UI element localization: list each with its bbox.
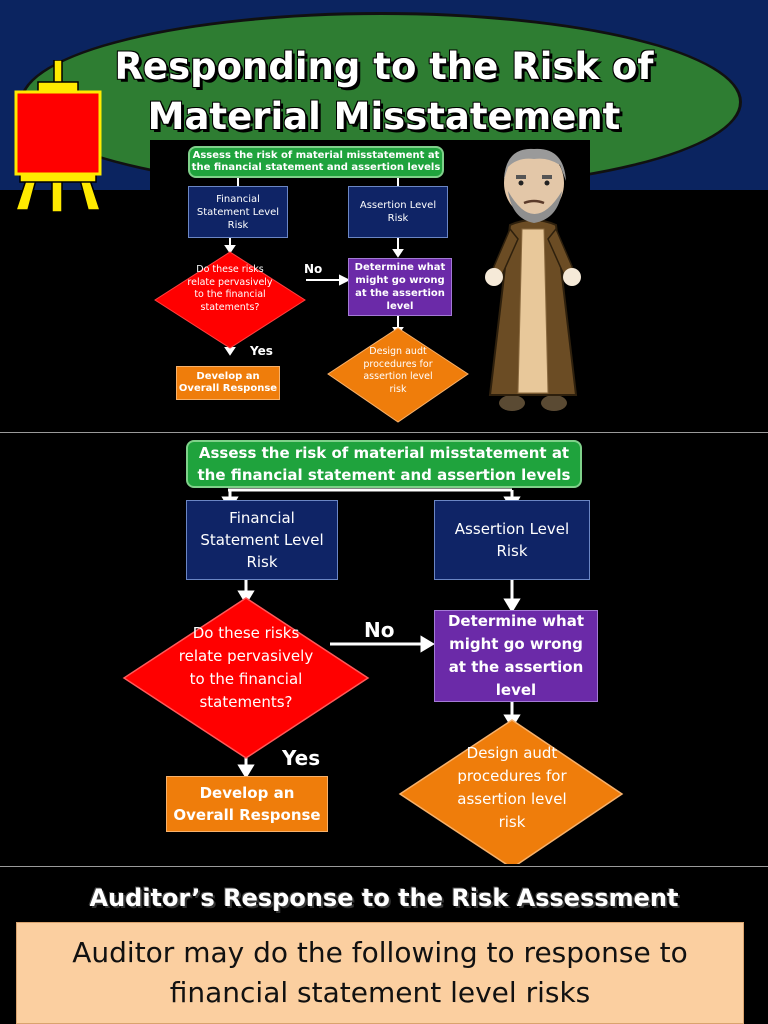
no-label: No [364,618,395,642]
assertion-level-risk-box: Assertion Level Risk [434,500,590,580]
highlight-text: Auditor may do the following to response… [72,936,688,1009]
section-divider [0,432,768,433]
financial-statement-risk-box: Financial Statement Level Risk [186,500,338,580]
easel-icon [14,60,102,212]
section-title: Auditor’s Response to the Risk Assessmen… [89,884,679,912]
determine-what-box: Determine what might go wrong at the ass… [434,610,598,702]
thumbnail-design-text: Design audt procedures for assertion lev… [363,346,433,395]
thumbnail-no-label: No [304,262,323,276]
thumbnail-decision-text: Do these risks relate pervasively to the… [187,264,273,313]
decision-diamond-text: Do these risks relate pervasively to the… [178,624,314,711]
thumbnail-overall-response-box: Develop an Overall Response [176,366,280,400]
thumbnail-yes-label: Yes [250,344,273,358]
thumbnail-assess-box: Assess the risk of material misstatement… [188,146,444,178]
yes-label: Yes [282,746,321,770]
overall-response-box: Develop an Overall Response [166,776,328,832]
bottom-divider [0,866,768,867]
title-slide: Responding to the Risk of Material Misst… [0,0,768,432]
thumbnail-assertion-box: Assertion Level Risk [348,186,448,238]
flowchart-arrows [122,488,624,864]
thumbnail-determine-box: Determine what might go wrong at the ass… [348,258,452,316]
design-procedures-text: Design audt procedures for assertion lev… [457,744,567,831]
highlight-box: Auditor may do the following to response… [16,922,744,1024]
presenter-figure [485,148,581,411]
assess-risk-box: Assess the risk of material misstatement… [186,440,582,488]
thumbnail-financial-box: Financial Statement Level Risk [188,186,288,238]
slide-title: Responding to the Risk of Material Misst… [114,45,654,138]
